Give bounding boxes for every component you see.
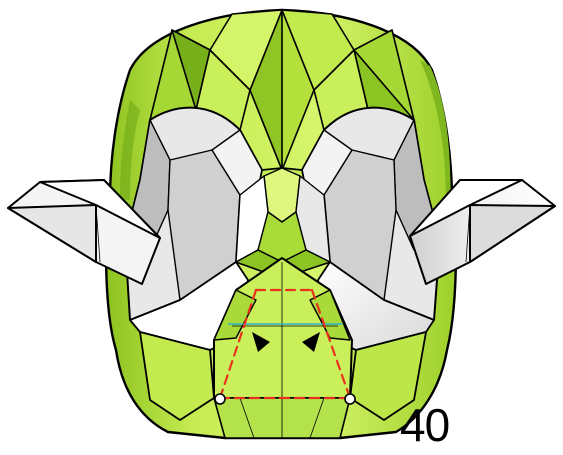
step-number: 40 [400, 402, 449, 448]
pivot-point-right [345, 394, 355, 404]
pivot-point-left [215, 394, 225, 404]
